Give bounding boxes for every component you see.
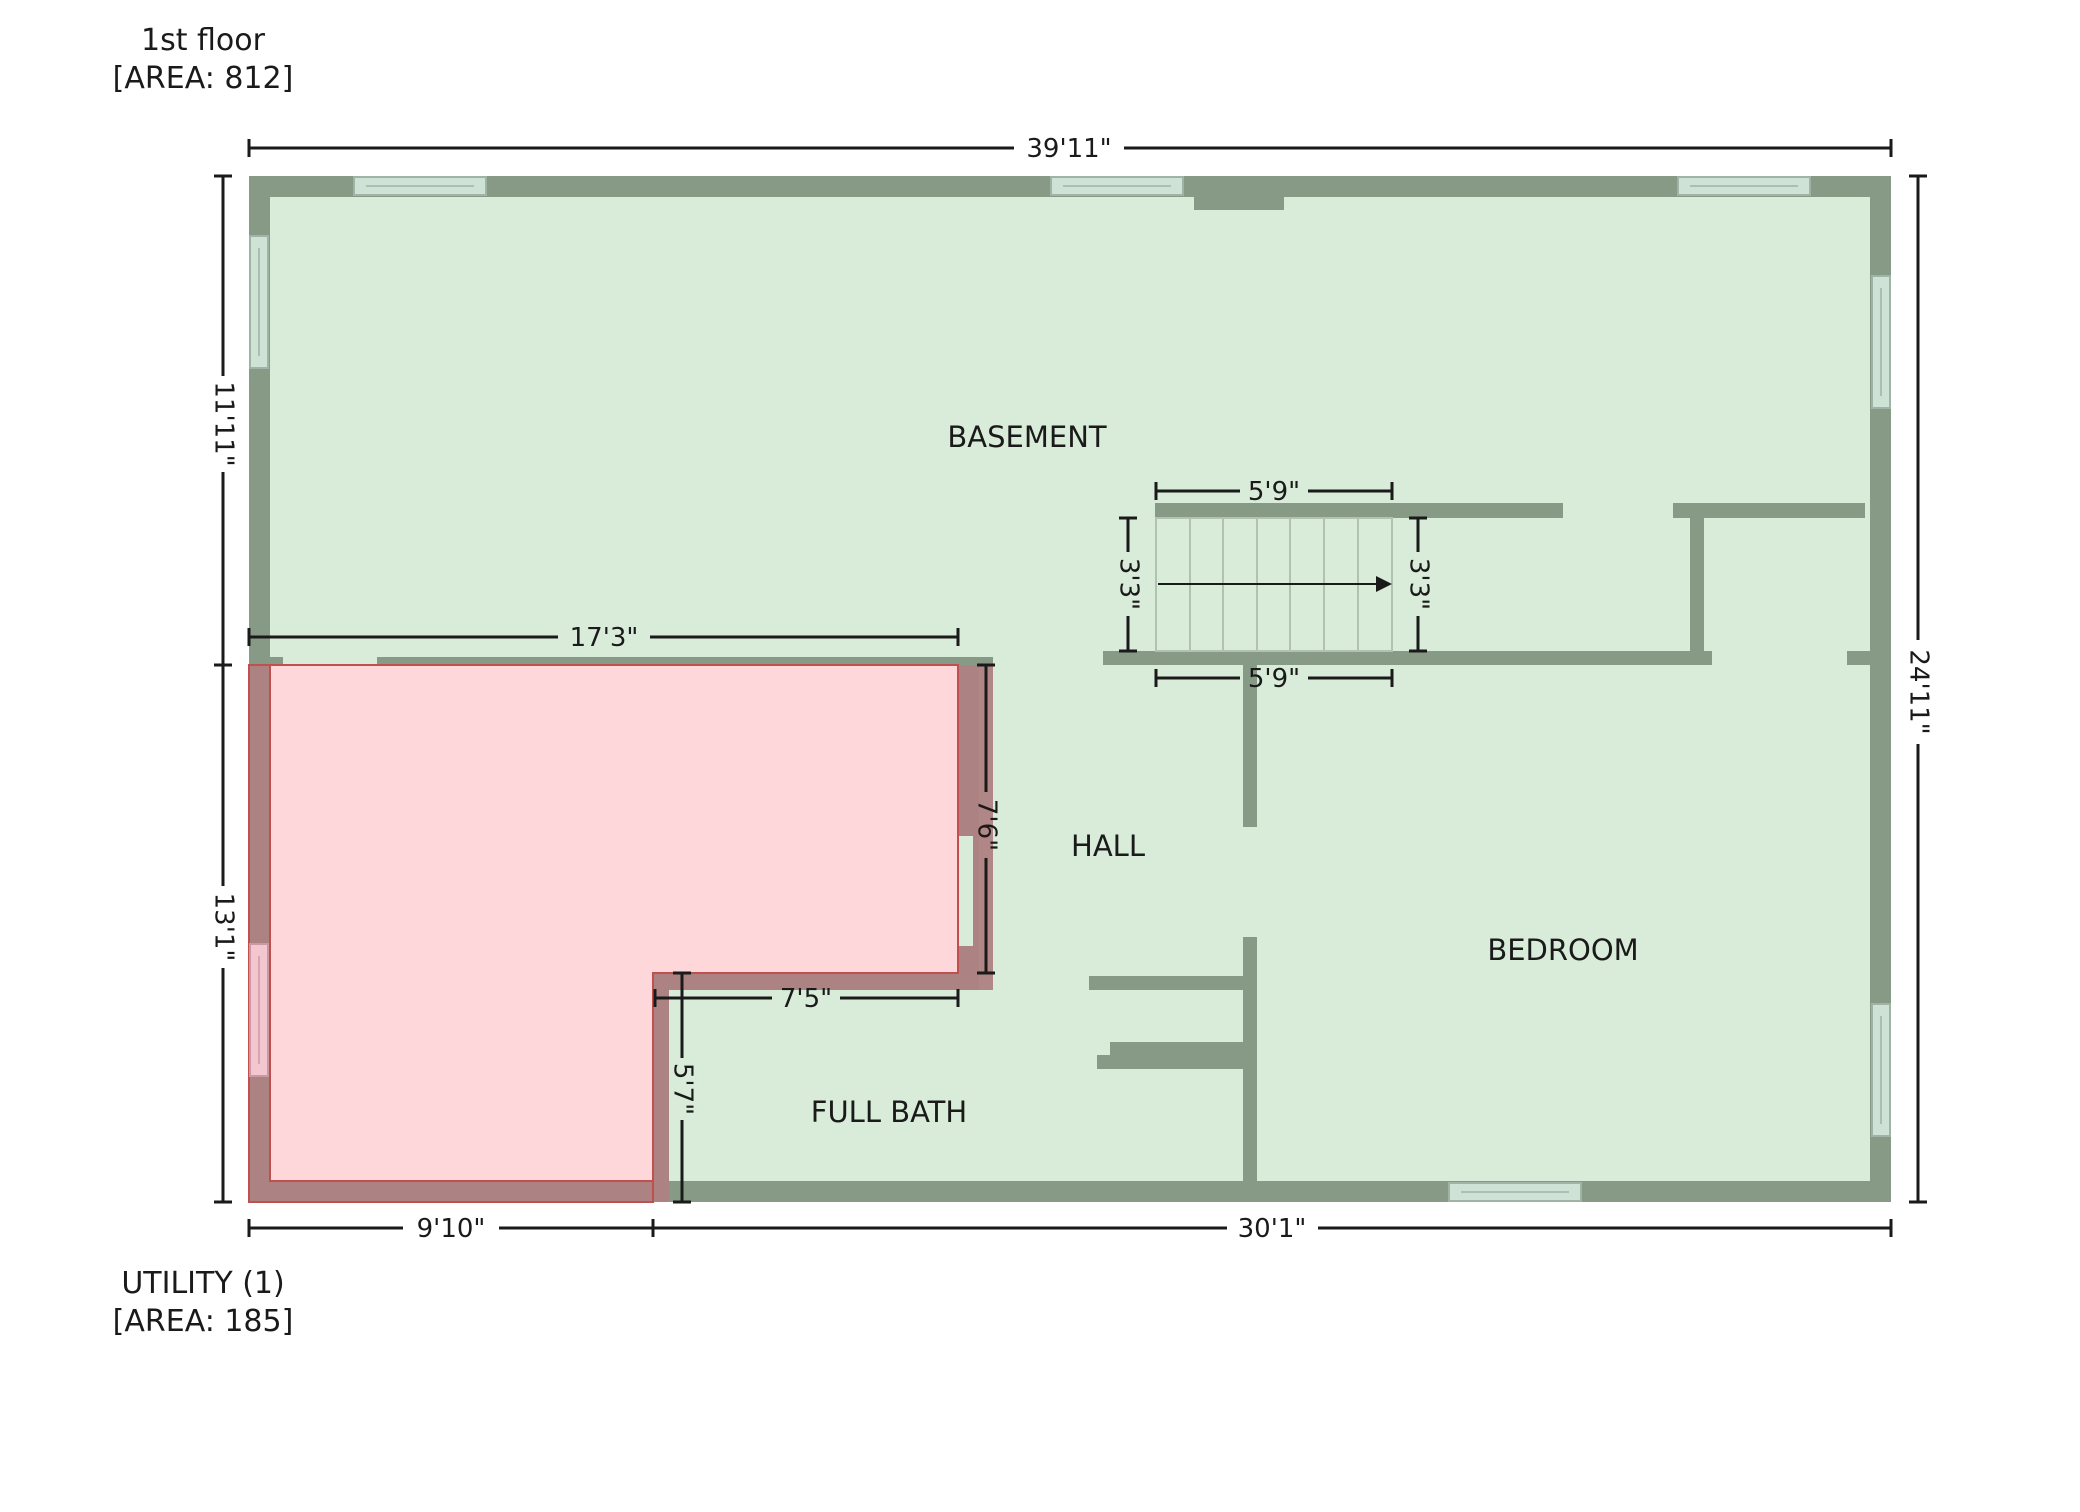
linen-door-opening <box>1097 990 1110 1055</box>
hall-floor <box>979 665 1243 976</box>
top-wall-bump <box>1194 196 1284 210</box>
dim-overall-height: 24'11" <box>1904 649 1934 734</box>
closet-opening <box>1712 651 1847 665</box>
bath-door-opening <box>979 976 1089 990</box>
basement-hall-opening <box>993 650 1103 665</box>
utility-door-gap <box>959 836 973 946</box>
stair-direction-arrow-icon <box>1376 576 1392 592</box>
dimension-lines <box>214 139 1927 1237</box>
linen-closet-inner <box>1110 990 1243 1042</box>
dim-bottom-left: 9'10" <box>417 1214 486 1244</box>
stair-top-opening <box>1563 503 1673 518</box>
room-label-full-bath: FULL BATH <box>811 1095 967 1129</box>
window-mullions <box>258 185 1882 1193</box>
dim-left-upper: 11'11" <box>209 381 239 466</box>
dim-utility-inner-height: 7'6" <box>972 799 1002 851</box>
room-label-bedroom: BEDROOM <box>1487 933 1638 967</box>
dim-notch-height: 5'7" <box>668 1063 698 1115</box>
floor-area: [AREA: 812] <box>113 61 294 96</box>
dim-stair-right-height: 3'3" <box>1404 558 1434 610</box>
dim-stair-bottom-width: 5'9" <box>1248 664 1300 694</box>
stair-outline <box>1155 517 1393 652</box>
wall-linen-bottom <box>1097 1055 1243 1069</box>
dim-overall-width: 39'11" <box>1026 134 1111 164</box>
utility-area: [AREA: 185] <box>113 1304 294 1339</box>
dim-left-lower: 13'1" <box>209 893 239 962</box>
room-label-hall: HALL <box>1071 829 1145 863</box>
dim-stair-left-height: 3'3" <box>1114 558 1144 610</box>
utility-top-door-opening <box>283 650 377 665</box>
dim-stair-top-width: 5'9" <box>1248 477 1300 507</box>
room-label-basement: BASEMENT <box>947 420 1107 454</box>
floor-name: 1st floor <box>141 23 266 58</box>
bedroom-floor <box>1256 665 1870 1181</box>
wall-closet-divider <box>1690 503 1704 665</box>
dim-notch-width: 7'5" <box>780 984 832 1014</box>
utility-name: UTILITY (1) <box>121 1266 284 1301</box>
dim-utility-width: 17'3" <box>570 623 639 653</box>
wall-stair-top <box>1155 503 1865 518</box>
bedroom-door-opening <box>1243 827 1257 937</box>
dim-bottom-right: 30'1" <box>1238 1214 1307 1244</box>
utility-room-outline <box>248 664 959 1203</box>
closet-floor <box>1704 518 1870 651</box>
